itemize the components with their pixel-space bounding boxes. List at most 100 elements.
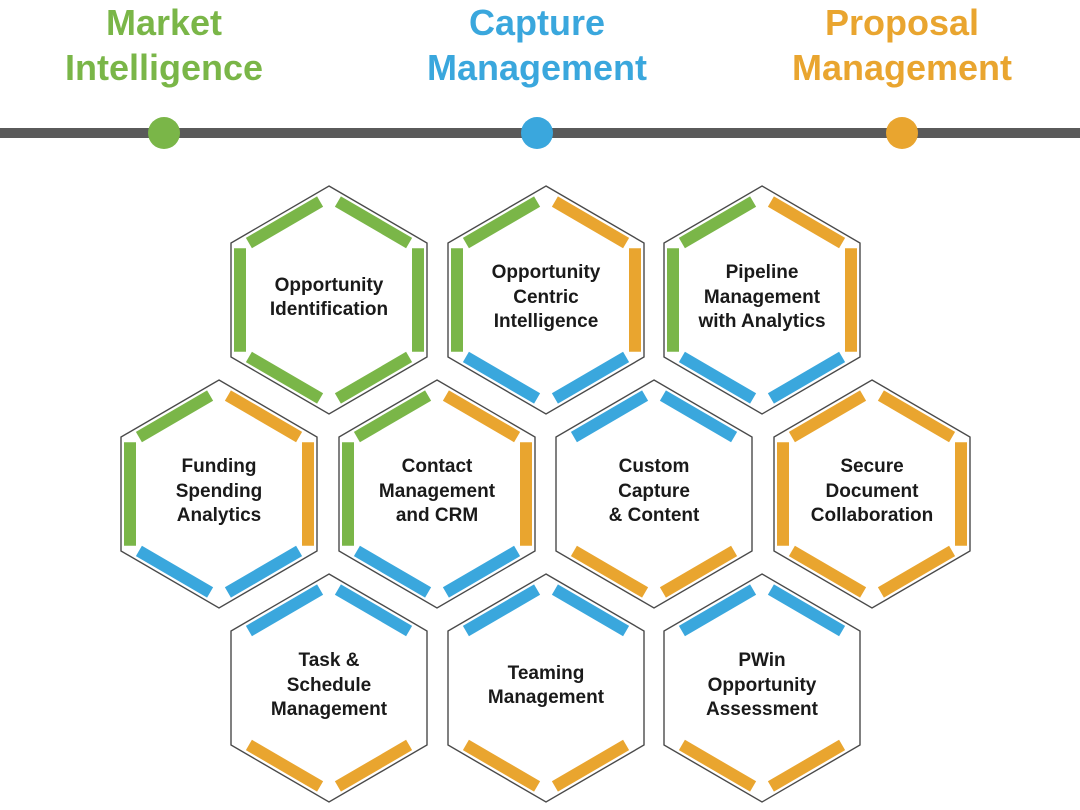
hex-band-top-left (245, 196, 324, 249)
hex-label-line: Identification (269, 299, 389, 320)
phase-title-line: Management (791, 47, 1013, 88)
hex-band-top-right (551, 584, 630, 637)
hex-band-bottom-right (334, 351, 413, 404)
hex-label-line: Custom (618, 456, 690, 478)
hex-outline (230, 185, 428, 415)
hex-outline (338, 379, 536, 609)
hex-outline (663, 185, 861, 415)
hex-label-line: Opportunity (707, 674, 817, 696)
phase-title-line: Management (426, 47, 648, 88)
hex-outline (120, 379, 318, 609)
hex-label-line: Schedule (286, 674, 372, 696)
hex-custom-capture-content (555, 379, 753, 609)
hex-label-line: Intelligence (493, 311, 599, 333)
hex-label-line: Contact (401, 456, 473, 478)
hex-band-top-right (334, 584, 413, 637)
hex-band-bottom-right (442, 545, 521, 598)
hex-band-bottom-left (245, 739, 324, 792)
hex-label-line: Centric (513, 286, 579, 308)
hex-band-top-left (462, 584, 541, 637)
hex-band-top-right (659, 390, 738, 443)
hex-outline (663, 573, 861, 803)
hex-label-line: Funding (181, 456, 257, 478)
hex-label-line: Capture (618, 480, 690, 502)
hex-band-top-left (462, 196, 541, 249)
hex-label-line: with Analytics (698, 311, 826, 333)
hex-label-line: Spending (175, 480, 263, 502)
hex-band-top-left (570, 390, 649, 443)
hex-band-bottom-left (462, 351, 541, 404)
hex-label-line: Task & (298, 650, 360, 672)
hex-label-line: and CRM (395, 505, 479, 527)
hex-label-line: PWin (738, 650, 786, 672)
hex-label-line: Management (703, 286, 821, 308)
hex-label-line: Management (270, 699, 388, 721)
hex-label-line: Document (825, 480, 919, 502)
hex-band-top-right (767, 196, 846, 249)
hex-outline (773, 379, 971, 609)
hex-band-top-right (767, 584, 846, 637)
hex-opportunity-centric-intelligence (447, 185, 645, 415)
hex-band-bottom-right (767, 739, 846, 792)
hex-band-bottom-left (788, 545, 867, 598)
hex-label-line: Collaboration (810, 505, 934, 527)
hex-pipeline-management (663, 185, 861, 415)
hex-outline (447, 573, 645, 803)
hex-outline (555, 379, 753, 609)
hex-band-top-right (551, 196, 630, 249)
hex-label-line: Teaming (507, 662, 585, 684)
hex-band-bottom-left (462, 739, 541, 792)
hex-band-bottom-right (551, 739, 630, 792)
timeline-dot-capture (521, 117, 553, 149)
hex-band-top-left (788, 390, 867, 443)
hex-label-line: Management (378, 480, 496, 502)
hex-label-line: Opportunity (274, 274, 384, 296)
hex-label-line: Analytics (176, 505, 262, 527)
hex-band-top-right (877, 390, 956, 443)
phase-title-line: Capture (468, 2, 606, 43)
hex-label-line: Secure (840, 456, 904, 478)
hex-band-bottom-right (767, 351, 846, 404)
hex-band-top-right (334, 196, 413, 249)
hex-opportunity-identification (230, 185, 428, 415)
hex-band-bottom-right (224, 545, 303, 598)
hex-contact-management-crm (338, 379, 536, 609)
hex-label-line: Assessment (706, 699, 818, 721)
timeline-dot-market (148, 117, 180, 149)
phase-title-line: Proposal (824, 2, 980, 43)
hex-band-bottom-left (678, 739, 757, 792)
hex-band-bottom-left (135, 545, 214, 598)
hex-band-bottom-right (551, 351, 630, 404)
hex-label-line: Pipeline (725, 262, 799, 284)
hex-task-schedule-management (230, 573, 428, 803)
phase-title-line: Market (105, 2, 223, 43)
hex-band-top-left (245, 584, 324, 637)
hex-outline (447, 185, 645, 415)
hex-band-top-right (224, 390, 303, 443)
hex-band-top-left (678, 584, 757, 637)
hex-band-top-left (135, 390, 214, 443)
hex-band-bottom-right (334, 739, 413, 792)
hex-band-bottom-left (353, 545, 432, 598)
hex-label-line: & Content (608, 505, 700, 527)
timeline-dot-proposal (886, 117, 918, 149)
hex-secure-document-collaboration (773, 379, 971, 609)
hex-band-bottom-right (877, 545, 956, 598)
phase-title-line: Intelligence (64, 47, 264, 88)
hex-band-top-right (442, 390, 521, 443)
hex-label-line: Management (487, 687, 605, 708)
hex-teaming-management (447, 573, 645, 803)
